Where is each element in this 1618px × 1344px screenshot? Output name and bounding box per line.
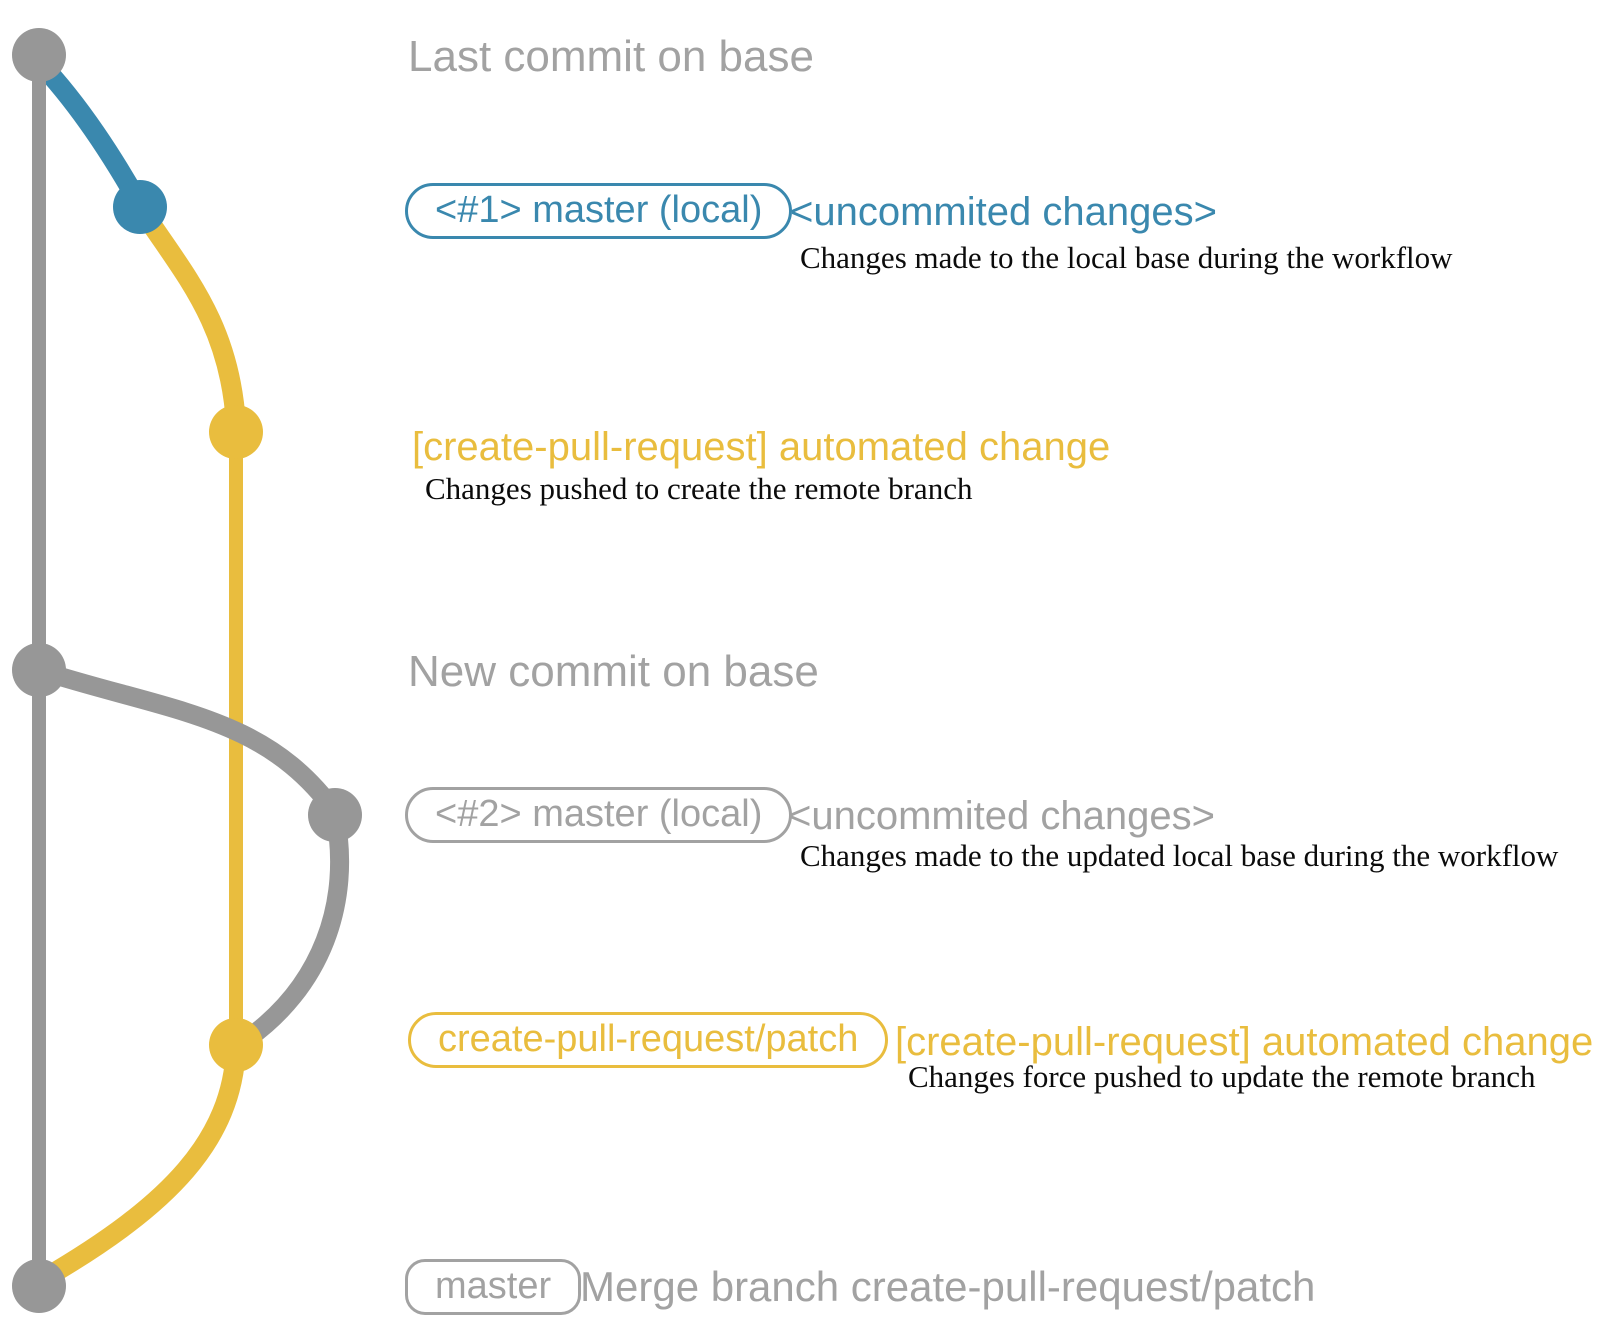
commit-dot-new-base	[12, 643, 66, 697]
commit-message-automated-change-2: [create-pull-request] automated change	[895, 1020, 1594, 1064]
commit-dot-patch-1	[209, 405, 263, 459]
description-local-changes-1: Changes made to the local base during th…	[800, 240, 1453, 275]
description-push-create: Changes pushed to create the remote bran…	[425, 471, 973, 506]
branch-path-patch-merge	[35, 1038, 246, 1288]
branch-badge-master: master	[405, 1259, 582, 1315]
branch-badge-master-local-1: <#1> master (local)	[405, 183, 793, 239]
branch-path-local-1	[29, 52, 150, 215]
commit-dot-merge	[12, 1259, 66, 1313]
commit-dot-last-base	[12, 28, 66, 82]
branch-path-local-2-to-patch	[233, 805, 350, 1052]
commit-message-merge: Merge branch create-pull-request/patch	[580, 1263, 1316, 1310]
branch-badge-create-pull-request-patch: create-pull-request/patch	[408, 1012, 889, 1068]
branch-path-patch-create	[130, 197, 246, 435]
branch-path-local-2	[29, 660, 345, 822]
label-last-commit-on-base: Last commit on base	[408, 32, 814, 81]
description-local-changes-2: Changes made to the updated local base d…	[800, 838, 1559, 873]
branch-badge-master-local-2: <#2> master (local)	[405, 787, 793, 843]
commit-dot-patch-2	[209, 1018, 263, 1072]
description-force-push: Changes force pushed to update the remot…	[908, 1059, 1536, 1094]
commit-dot-local-2	[308, 788, 362, 842]
note-uncommited-changes-2: <uncommited changes>	[788, 794, 1215, 838]
commit-message-automated-change-1: [create-pull-request] automated change	[412, 425, 1111, 469]
commit-dot-local-1	[113, 180, 167, 234]
label-new-commit-on-base: New commit on base	[408, 647, 819, 696]
note-uncommited-changes-1: <uncommited changes>	[790, 190, 1217, 234]
